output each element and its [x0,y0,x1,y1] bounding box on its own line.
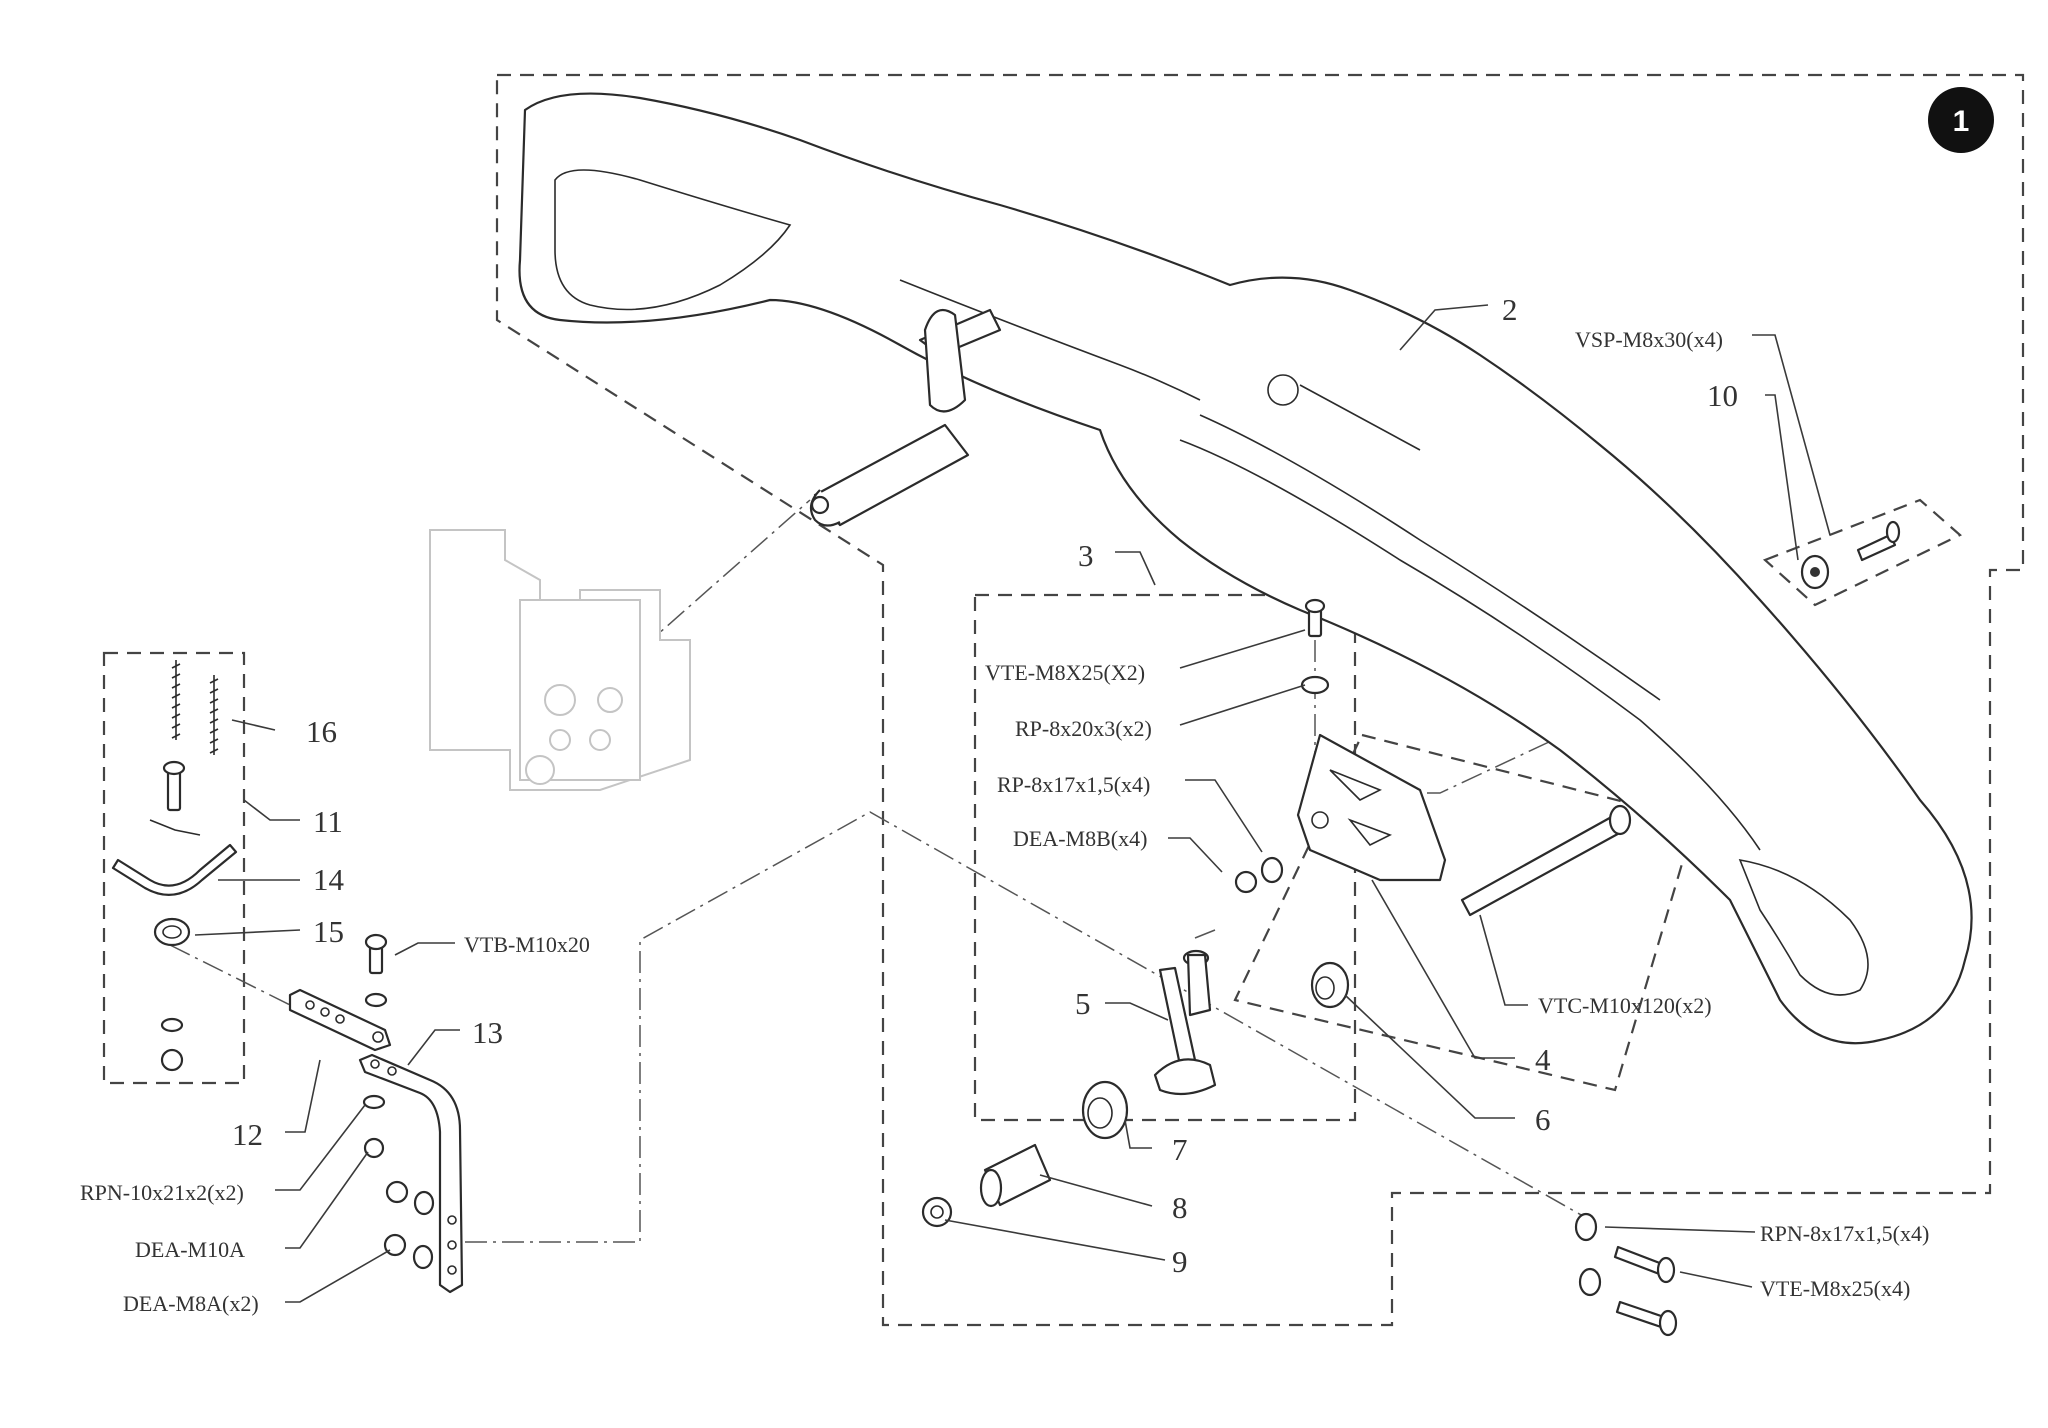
code-vte-m8x25-x2: VTE-M8X25(X2) [985,660,1145,685]
callout-7: 7 [1172,1132,1188,1167]
callout-16: 16 [306,714,337,749]
callout-9: 9 [1172,1244,1188,1279]
callout-5: 5 [1075,986,1091,1021]
code-rpn-8x17x1-5: RPN-8x17x1,5(x4) [1760,1221,1929,1246]
code-vtb-m10x20: VTB-M10x20 [464,932,590,957]
code-dea-m10a: DEA-M10A [135,1237,245,1262]
callout-3: 3 [1078,538,1094,573]
vte-bolts-x4-part [1613,1245,1678,1337]
axis-line-shaft [639,499,811,651]
code-rp-8x17x1-5: RP-8x17x1,5(x4) [997,772,1150,797]
vtc-long-bolt-part [1460,804,1632,917]
callout-2: 2 [1502,292,1518,327]
small-washer-nut-part [160,1017,184,1072]
callout-14: 14 [313,862,345,897]
section-badge-number: 1 [1953,105,1970,138]
vsp-screw-part [1856,520,1901,562]
axis-line-5 [1194,929,1216,939]
bushing-7-part [1081,1080,1129,1140]
rpn-washers-part [1574,1212,1602,1297]
code-dea-m8a: DEA-M8A(x2) [123,1291,259,1316]
swivel-shaft-part [809,308,1002,527]
callout-10: 10 [1707,378,1738,413]
callout-6: 6 [1535,1102,1551,1137]
bolt-11-part [162,760,186,812]
code-vtc-m10x120: VTC-M10x120(x2) [1538,993,1712,1018]
springs-16-part [171,660,219,755]
bushing-6-part [1310,961,1350,1009]
code-rp-8x20x3: RP-8x20x3(x2) [1015,716,1152,741]
screw-tray-boundary [1233,733,1697,1092]
bracket-13-part [358,1053,464,1294]
rp-washer-part [1300,675,1330,695]
rpn-10-washer-part [362,1094,386,1159]
code-vsp-m8x30: VSP-M8x30(x4) [1575,327,1723,352]
bushing-15-part [153,917,191,947]
vtb-bolt-part [364,933,388,1008]
section-badge [1928,87,1994,153]
callout-8: 8 [1172,1190,1188,1225]
axis-line-bracket-13 [465,811,1591,1243]
code-dea-m8b: DEA-M8B(x4) [1013,826,1147,851]
nut-9-part [921,1196,953,1228]
group-3-boundary [973,593,1357,1122]
left-spring-group-boundary [102,651,246,1085]
callout-4: 4 [1535,1042,1551,1077]
dea-nut-m8b-part [1234,856,1284,894]
code-rpn-10x21x2: RPN-10x21x2(x2) [80,1180,244,1205]
washer-10-part [1800,554,1830,590]
swivel-arm-5-part [1153,949,1217,1096]
main-assembly-boundary [495,73,2025,1327]
clip-14-part [111,819,238,896]
background-chassis-ghost [429,529,691,791]
callout-13: 13 [472,1015,503,1050]
vte-bolt-part [1304,598,1326,638]
dea-m8a-nuts-part [383,1180,435,1270]
callout-15: 15 [313,914,344,949]
bracket-4-part [1296,733,1447,882]
seat-frame-part [518,92,1973,1045]
spacer-8-part [979,1143,1052,1208]
callout-11: 11 [313,804,343,839]
callout-12: 12 [232,1117,263,1152]
washer-tray-boundary [1762,498,1962,607]
bracket-12-part [288,988,392,1052]
code-vte-m8x25-x4: VTE-M8x25(x4) [1760,1276,1910,1301]
